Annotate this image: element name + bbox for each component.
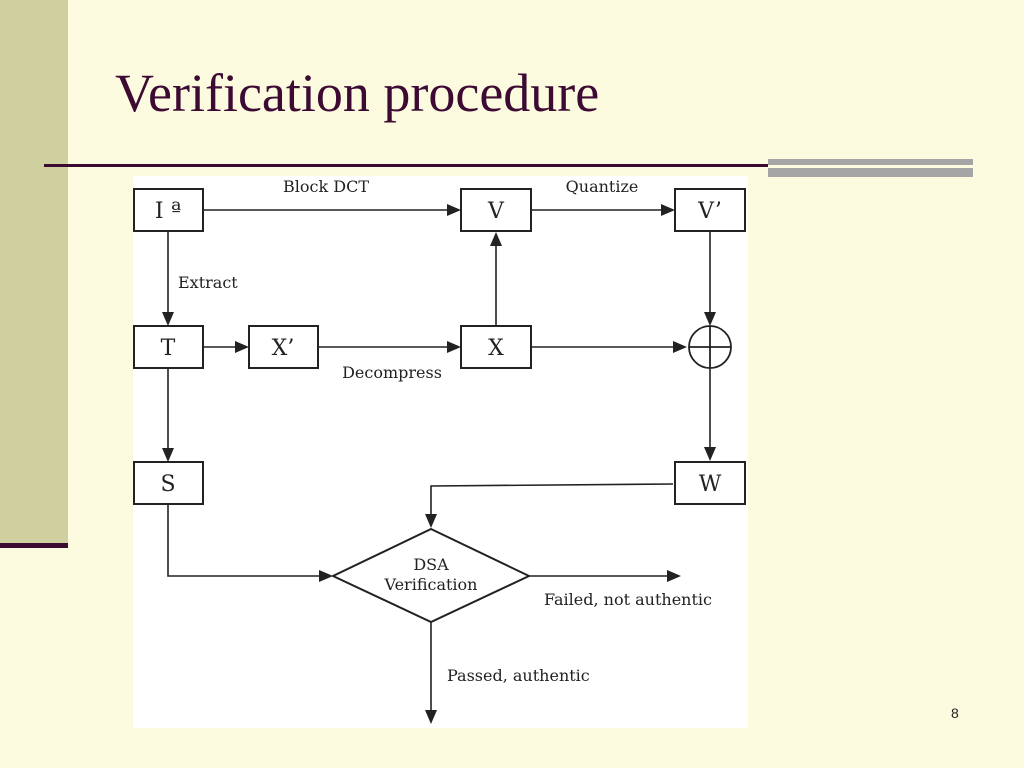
verification-flow-diagram: I ª V V’ T X’ X S W DSA Verification Blo… — [133, 176, 748, 728]
edge-s-to-dsa — [167, 504, 323, 577]
edge-label-passed: Passed, authentic — [447, 666, 590, 685]
node-s-box — [133, 461, 204, 505]
node-t-label: T — [161, 336, 176, 361]
edge-label-block-dct: Block DCT — [283, 177, 369, 196]
node-ia-label: I ª — [155, 199, 181, 224]
arrowhead-dsa-passed — [425, 710, 437, 724]
arrowhead-x-to-v — [490, 232, 502, 246]
arrowhead-xor-to-w — [704, 447, 716, 461]
node-dsa-diamond — [330, 527, 532, 624]
node-w-label: W — [699, 472, 722, 497]
left-accent-bar-underline — [0, 543, 68, 548]
title-divider — [44, 164, 768, 167]
arrowhead-ia-to-v — [447, 204, 461, 216]
node-w-box — [674, 461, 746, 505]
node-vprime-box — [674, 188, 746, 232]
arrowhead-s-to-dsa — [319, 570, 333, 582]
node-x-box — [460, 325, 532, 369]
title-divider-gray-upper — [768, 159, 973, 165]
arrowhead-v-to-vprime — [661, 204, 675, 216]
node-xprime-label: X’ — [272, 336, 295, 361]
arrowhead-w-to-dsa — [425, 514, 437, 528]
node-dsa-label-line1: DSA — [413, 555, 449, 574]
node-v-label: V — [487, 199, 505, 224]
node-s-label: S — [160, 472, 175, 497]
title-divider-gray-lower — [768, 168, 973, 177]
edge-label-quantize: Quantize — [566, 177, 639, 196]
node-ia-box — [133, 188, 204, 232]
node-xprime-box — [248, 325, 319, 369]
xor-operator-icon — [688, 325, 732, 369]
arrowhead-xprime-to-x — [447, 341, 461, 353]
arrowhead-t-to-s — [162, 448, 174, 462]
arrowhead-dsa-failed — [667, 570, 681, 582]
arrowhead-t-to-xprime — [235, 341, 249, 353]
edge-label-decompress: Decompress — [342, 363, 442, 382]
page-number: 8 — [951, 705, 959, 721]
node-v-box — [460, 188, 532, 232]
edge-label-failed: Failed, not authentic — [544, 590, 712, 609]
node-t-box — [133, 325, 204, 369]
arrowhead-ia-to-t — [162, 312, 174, 326]
node-dsa-label-line2: Verification — [384, 575, 478, 594]
slide-title: Verification procedure — [115, 63, 600, 123]
node-x-label: X — [488, 336, 504, 361]
left-accent-bar — [0, 0, 68, 545]
arrowhead-x-to-xor — [673, 341, 687, 353]
node-vprime-label: V’ — [697, 199, 722, 224]
edge-w-to-dsa — [430, 483, 674, 518]
edge-label-extract: Extract — [178, 273, 238, 292]
arrowhead-vprime-to-xor — [704, 312, 716, 326]
